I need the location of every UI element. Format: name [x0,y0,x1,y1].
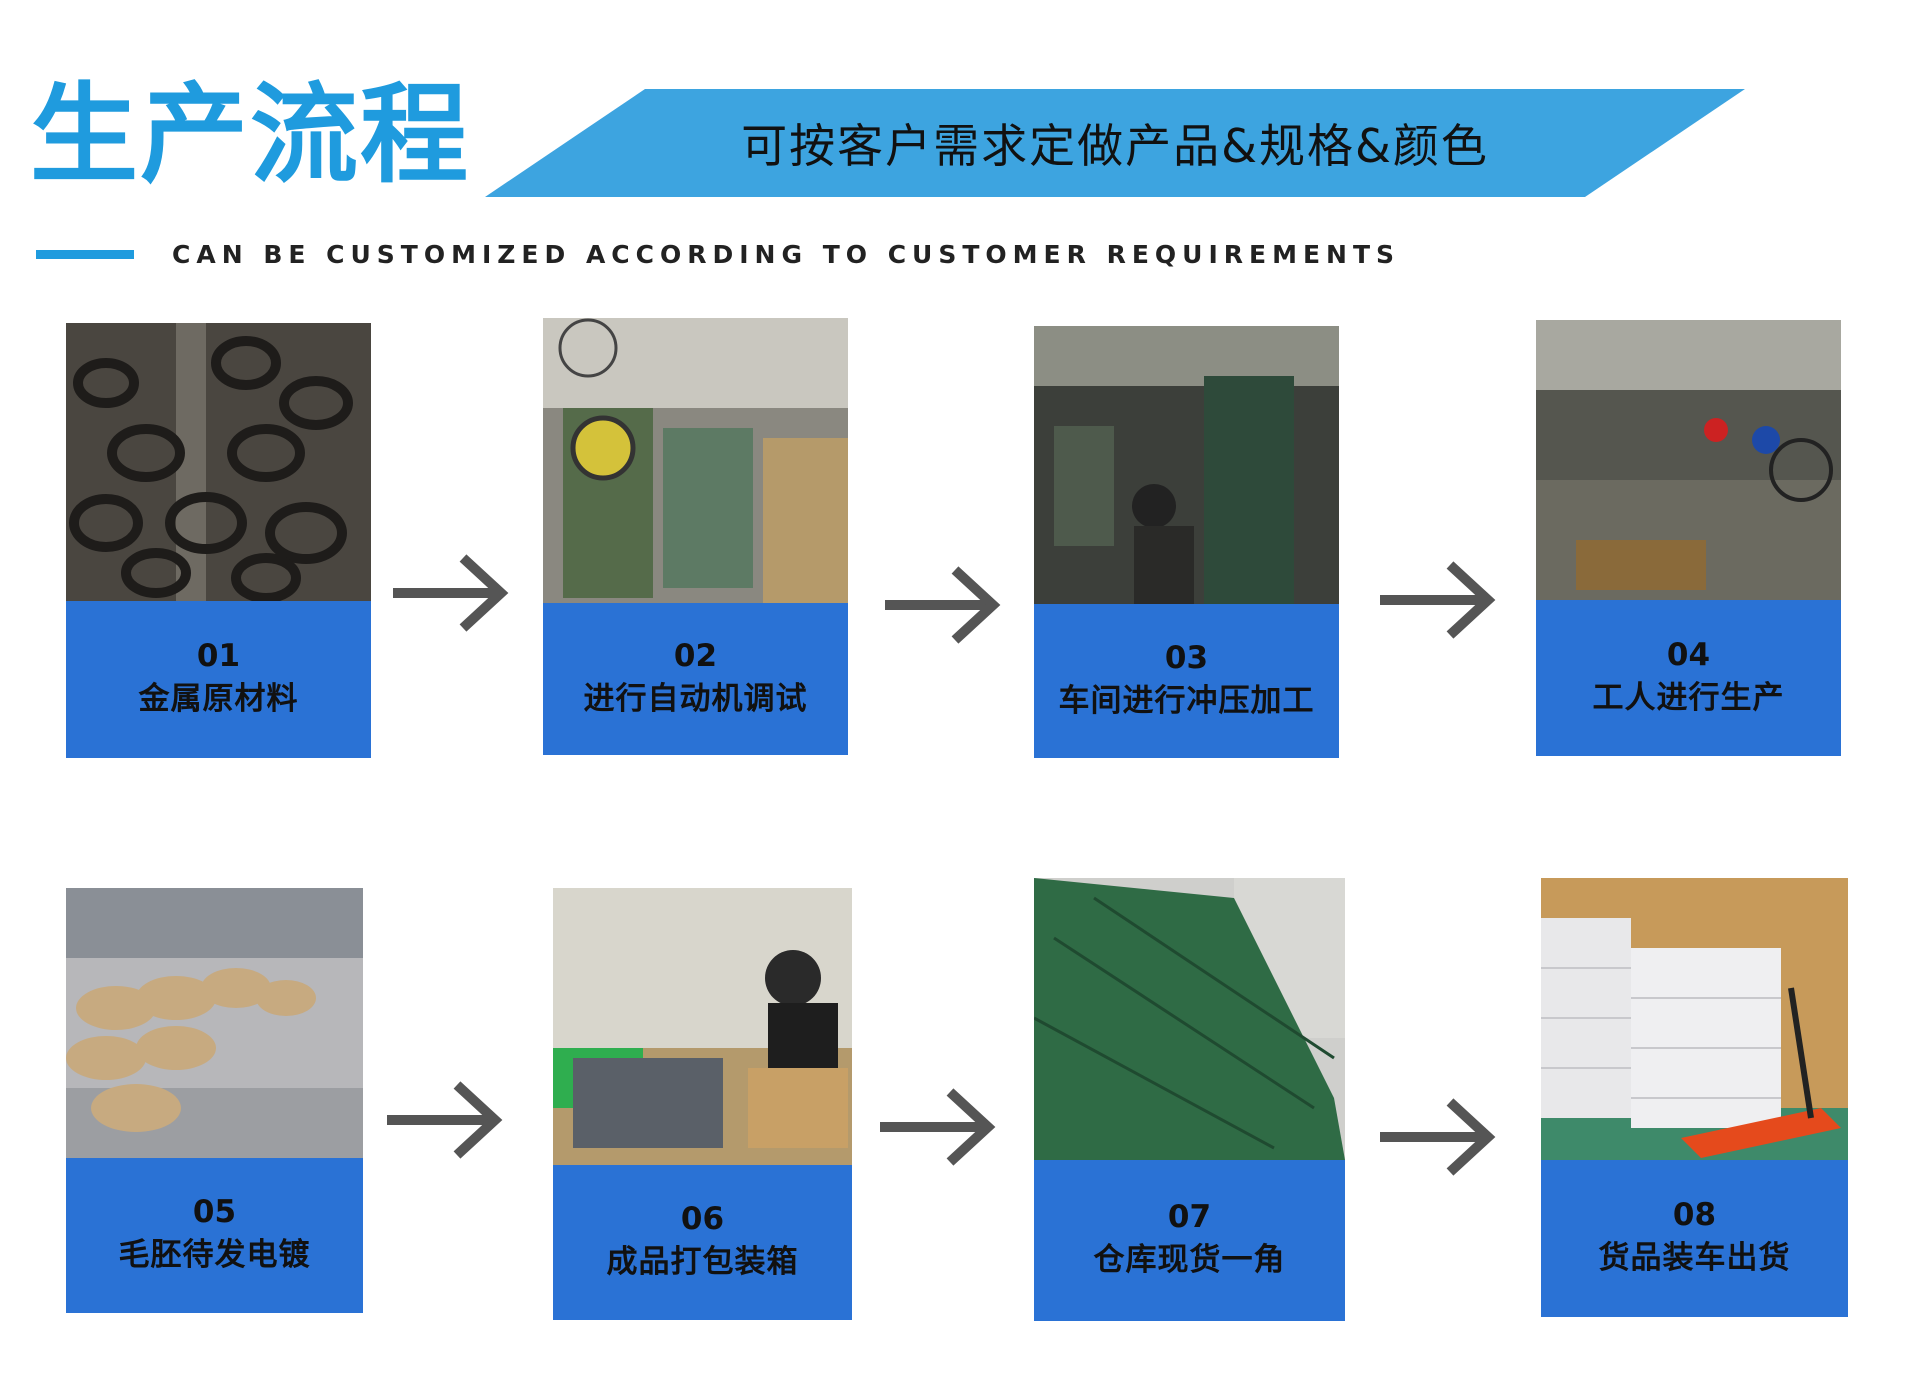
step-photo-raw-material [66,323,371,601]
step-text: 成品打包装箱 [606,1244,799,1281]
step-text: 进行自动机调试 [583,680,808,717]
step-label: 05 毛胚待发电镀 [66,1158,363,1313]
step-card-08: 08 货品装车出货 [1541,878,1848,1317]
arrow-icon [1380,1098,1496,1176]
subtitle: CAN BE CUSTOMIZED ACCORDING TO CUSTOMER … [172,240,1401,269]
step-card-02: 02 进行自动机调试 [543,318,848,755]
step-number: 08 [1672,1197,1717,1234]
step-card-07: 07 仓库现货一角 [1034,878,1345,1321]
step-number: 02 [673,637,718,674]
step-text: 车间进行冲压加工 [1058,682,1315,719]
step-photo-workers [1536,320,1841,600]
step-card-06: 06 成品打包装箱 [553,888,852,1320]
step-card-04: 04 工人进行生产 [1536,320,1841,756]
step-label: 08 货品装车出货 [1541,1160,1848,1317]
arrow-icon [1380,561,1496,639]
step-label: 02 进行自动机调试 [543,603,848,755]
step-card-03: 03 车间进行冲压加工 [1034,326,1339,758]
banner-shape [485,89,1745,197]
step-number: 04 [1666,636,1711,673]
step-card-05: 05 毛胚待发电镀 [66,888,363,1313]
banner-text: 可按客户需求定做产品&规格&颜色 [741,119,1489,173]
step-label: 06 成品打包装箱 [553,1165,852,1320]
page-title: 生产流程 [30,73,471,198]
step-text: 金属原材料 [138,681,299,718]
step-photo-shipping [1541,878,1848,1160]
step-text: 货品装车出货 [1598,1240,1791,1277]
step-number: 07 [1167,1199,1212,1236]
accent-underline [36,250,134,259]
step-card-01: 01 金属原材料 [66,323,371,758]
step-text: 仓库现货一角 [1093,1242,1286,1279]
step-label: 01 金属原材料 [66,601,371,758]
arrow-icon [885,566,1001,644]
step-label: 03 车间进行冲压加工 [1034,604,1339,758]
step-label: 04 工人进行生产 [1536,600,1841,756]
step-text: 工人进行生产 [1592,679,1785,716]
arrow-icon [393,554,509,632]
step-label: 07 仓库现货一角 [1034,1160,1345,1321]
step-photo-stamping [1034,326,1339,604]
step-text: 毛胚待发电镀 [118,1237,311,1274]
step-number: 01 [196,638,241,675]
step-number: 03 [1164,639,1209,676]
step-number: 05 [192,1194,237,1231]
arrow-icon [387,1081,503,1159]
arrow-icon [880,1088,996,1166]
step-photo-blanks [66,888,363,1158]
step-photo-packing [553,888,852,1165]
step-photo-warehouse [1034,878,1345,1160]
step-number: 06 [680,1201,725,1238]
banner: 可按客户需求定做产品&规格&颜色 [485,89,1745,197]
step-photo-machine-setup [543,318,848,603]
